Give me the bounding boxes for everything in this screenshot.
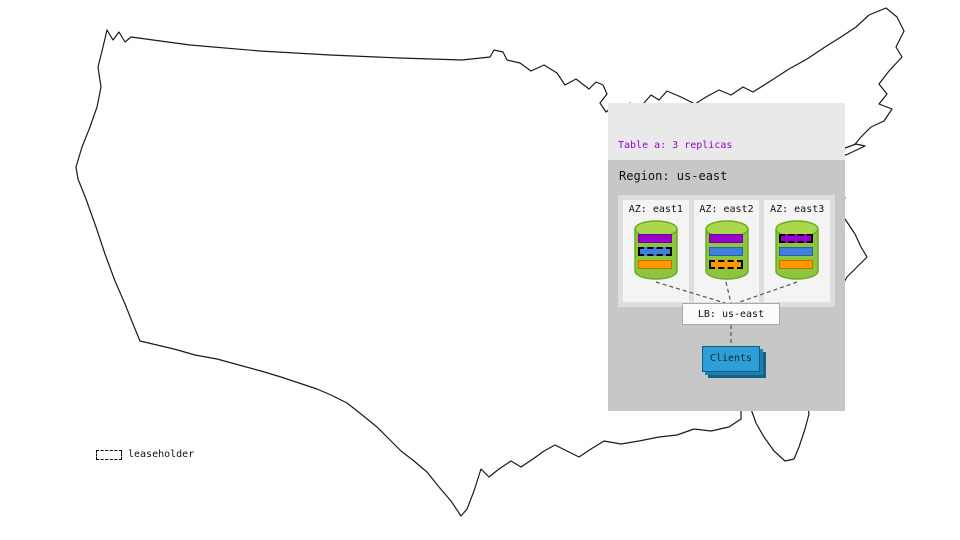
replica-bar-index-a — [708, 247, 743, 256]
leaseholder-legend-label: leaseholder — [128, 449, 195, 460]
legend-item-table-a: Table a: 3 replicas — [618, 140, 733, 151]
region-title: Region: us-east — [619, 169, 728, 183]
region-diagram-panel: Table a: 3 replicas Index a: 3 replicas … — [608, 103, 845, 411]
replica-bar-index-a — [779, 247, 814, 256]
replica-bar-table-b — [637, 260, 672, 269]
az-container: AZ: east1 AZ: east2 — [618, 195, 835, 307]
database-cylinder-east2 — [704, 219, 750, 281]
az-label-east2: AZ: east2 — [699, 204, 754, 215]
load-balancer-box: LB: us-east — [682, 303, 780, 325]
az-box-east2: AZ: east2 — [693, 200, 760, 302]
replica-bar-index-a-leaseholder — [637, 247, 672, 256]
az-box-east1: AZ: east1 — [623, 200, 689, 302]
replica-bar-table-b — [779, 260, 814, 269]
clients-box: Clients — [702, 346, 760, 372]
replica-bar-table-a-leaseholder — [779, 234, 814, 243]
region-box: Region: us-east AZ: east1 AZ: east2 — [608, 160, 845, 411]
database-cylinder-east1 — [633, 219, 679, 281]
az-label-east1: AZ: east1 — [628, 204, 683, 215]
replica-bar-table-a — [708, 234, 743, 243]
replica-bar-table-b-leaseholder — [708, 260, 743, 269]
az-box-east3: AZ: east3 — [764, 200, 831, 302]
az-label-east3: AZ: east3 — [770, 204, 825, 215]
leaseholder-dashed-swatch — [96, 449, 122, 460]
replica-bar-table-a — [637, 234, 672, 243]
leaseholder-legend: leaseholder — [96, 449, 194, 460]
database-cylinder-east3 — [774, 219, 820, 281]
